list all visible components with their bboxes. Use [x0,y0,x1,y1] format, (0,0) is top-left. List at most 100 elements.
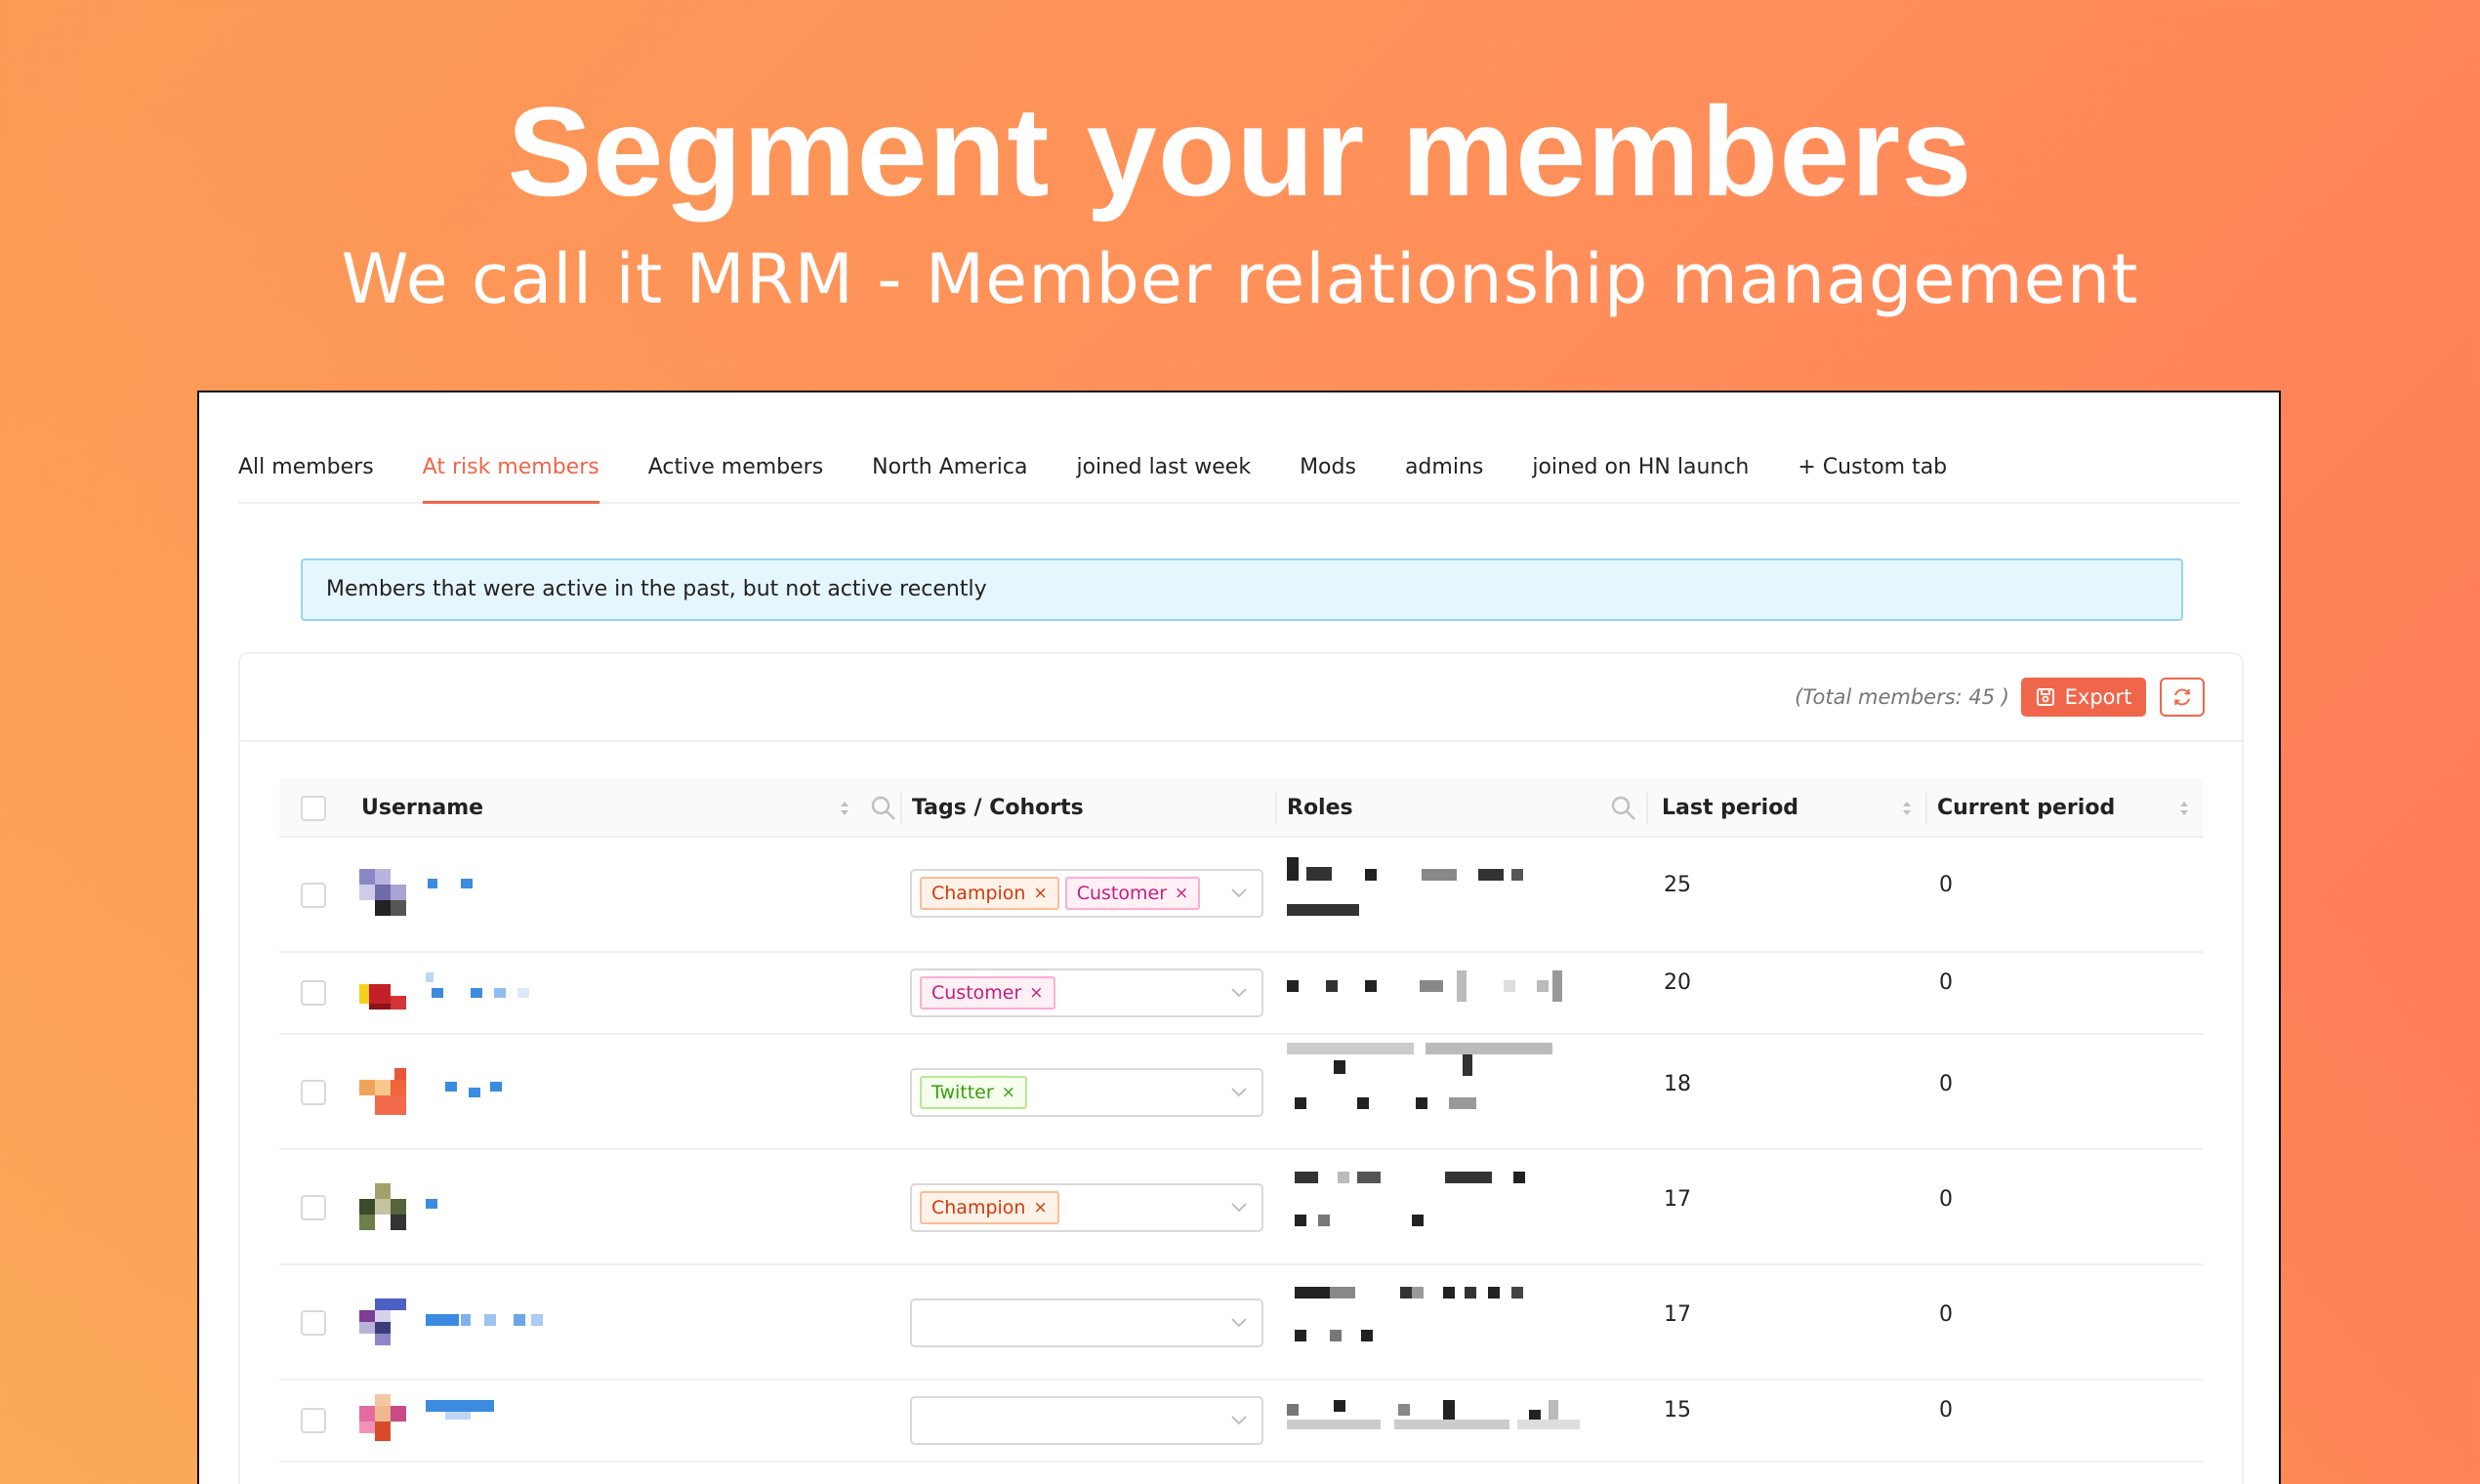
roles-redacted [1287,970,1599,1010]
avatar [359,970,406,1017]
search-icon[interactable] [869,794,898,823]
roles-redacted [1287,857,1580,926]
hero-subtitle: We call it MRM - Member relationship man… [341,239,2139,319]
tab-custom-tab[interactable]: + Custom tab [1798,455,1948,479]
card-toolbar: (Total members: 45 ) Export [240,654,2242,742]
segment-description: Members that were active in the past, bu… [301,558,2183,621]
current-period-value: 0 [1939,873,1953,897]
username-redacted[interactable] [426,1199,465,1213]
chevron-down-icon [1231,1203,1247,1213]
remove-tag-icon[interactable]: × [1175,884,1189,903]
avatar [359,869,406,916]
tab-at-risk-members[interactable]: At risk members [422,432,599,504]
roles-redacted [1287,1287,1599,1355]
members-card: (Total members: 45 ) Export [238,652,2244,1484]
column-tags-cohorts: Tags / Cohorts [912,796,1084,820]
table-row: 17 0 [279,1265,2203,1381]
remove-tag-icon[interactable]: × [1033,884,1048,903]
refresh-icon [2174,688,2190,706]
current-period-value: 0 [1939,1187,1953,1212]
table-header: Username Tags / Cohorts Roles Last perio [279,779,2203,838]
username-redacted[interactable] [426,972,553,1002]
table-row: Twitter× 18 0 [279,1035,2203,1150]
username-redacted[interactable] [426,1314,562,1328]
select-all-checkbox[interactable] [301,796,326,821]
tab-all-members[interactable]: All members [238,455,374,479]
roles-redacted [1287,1400,1599,1439]
tags-select[interactable] [910,1396,1263,1445]
tag-champion: Champion× [920,1191,1059,1224]
members-table: Username Tags / Cohorts Roles Last perio [279,779,2203,1463]
username-redacted[interactable] [426,1400,543,1423]
remove-tag-icon[interactable]: × [1001,1083,1015,1102]
export-button[interactable]: Export [2021,678,2146,717]
last-period-value: 17 [1664,1302,1691,1327]
roles-redacted [1287,1172,1599,1240]
save-icon [2036,688,2054,706]
hero-title: Segment your members [507,80,1973,223]
tab-north-america[interactable]: North America [872,455,1028,479]
column-current-period: Current period [1937,796,2116,820]
current-period-value: 0 [1939,1072,1953,1096]
tags-select[interactable]: Twitter× [910,1068,1263,1117]
tab-active-members[interactable]: Active members [647,455,824,479]
sort-icon[interactable] [1900,797,1914,820]
column-divider [900,793,902,824]
table-row: 15 0 [279,1381,2203,1463]
avatar [359,1183,406,1230]
app-panel: All members At risk members Active membe… [197,391,2281,1484]
avatar [359,1068,406,1115]
username-redacted[interactable] [426,1082,523,1101]
username-redacted[interactable] [428,879,486,892]
tag-customer: Customer× [920,976,1055,1010]
avatar [359,1394,406,1441]
chevron-down-icon [1231,1088,1247,1097]
last-period-value: 17 [1664,1187,1691,1212]
table-row: Customer× 20 0 [279,953,2203,1035]
last-period-value: 25 [1664,873,1691,897]
sort-icon[interactable] [2177,797,2191,820]
tags-select[interactable]: Champion× [910,1183,1263,1232]
total-members-count: (Total members: 45 ) [1795,685,2009,709]
row-checkbox[interactable] [301,1195,326,1220]
row-checkbox[interactable] [301,883,326,908]
row-checkbox[interactable] [301,1408,326,1433]
tag-customer: Customer× [1064,877,1201,910]
last-period-value: 20 [1664,970,1691,995]
last-period-value: 15 [1664,1398,1691,1422]
refresh-button[interactable] [2160,678,2205,717]
tab-mods[interactable]: Mods [1300,455,1356,479]
column-divider [1646,793,1648,824]
current-period-value: 0 [1939,970,1953,995]
tab-joined-on-hn-launch[interactable]: joined on HN launch [1532,455,1750,479]
chevron-down-icon [1231,1318,1247,1328]
tag-champion: Champion× [920,877,1059,910]
chevron-down-icon [1231,1416,1247,1425]
column-roles: Roles [1287,796,1353,820]
current-period-value: 0 [1939,1302,1953,1327]
current-period-value: 0 [1939,1398,1953,1422]
row-checkbox[interactable] [301,980,326,1006]
export-label: Export [2064,685,2132,709]
remove-tag-icon[interactable]: × [1033,1198,1048,1217]
column-username: Username [361,796,484,820]
remove-tag-icon[interactable]: × [1029,983,1044,1003]
segment-tabs: All members At risk members Active membe… [238,432,2240,504]
row-checkbox[interactable] [301,1310,326,1336]
column-divider [1275,793,1277,824]
chevron-down-icon [1231,888,1247,898]
sort-icon[interactable] [838,797,851,820]
tab-admins[interactable]: admins [1404,455,1484,479]
tags-select[interactable]: Customer× [910,969,1263,1017]
row-checkbox[interactable] [301,1080,326,1105]
tab-joined-last-week[interactable]: joined last week [1076,455,1252,479]
avatar [359,1298,406,1345]
chevron-down-icon [1231,988,1247,998]
tags-select[interactable] [910,1298,1263,1347]
tags-select[interactable]: Champion× Customer× [910,869,1263,918]
column-divider [1925,793,1927,824]
table-row: Champion× 17 0 [279,1150,2203,1265]
column-last-period: Last period [1662,796,1799,820]
tag-twitter: Twitter× [920,1076,1027,1109]
search-icon[interactable] [1609,794,1638,823]
